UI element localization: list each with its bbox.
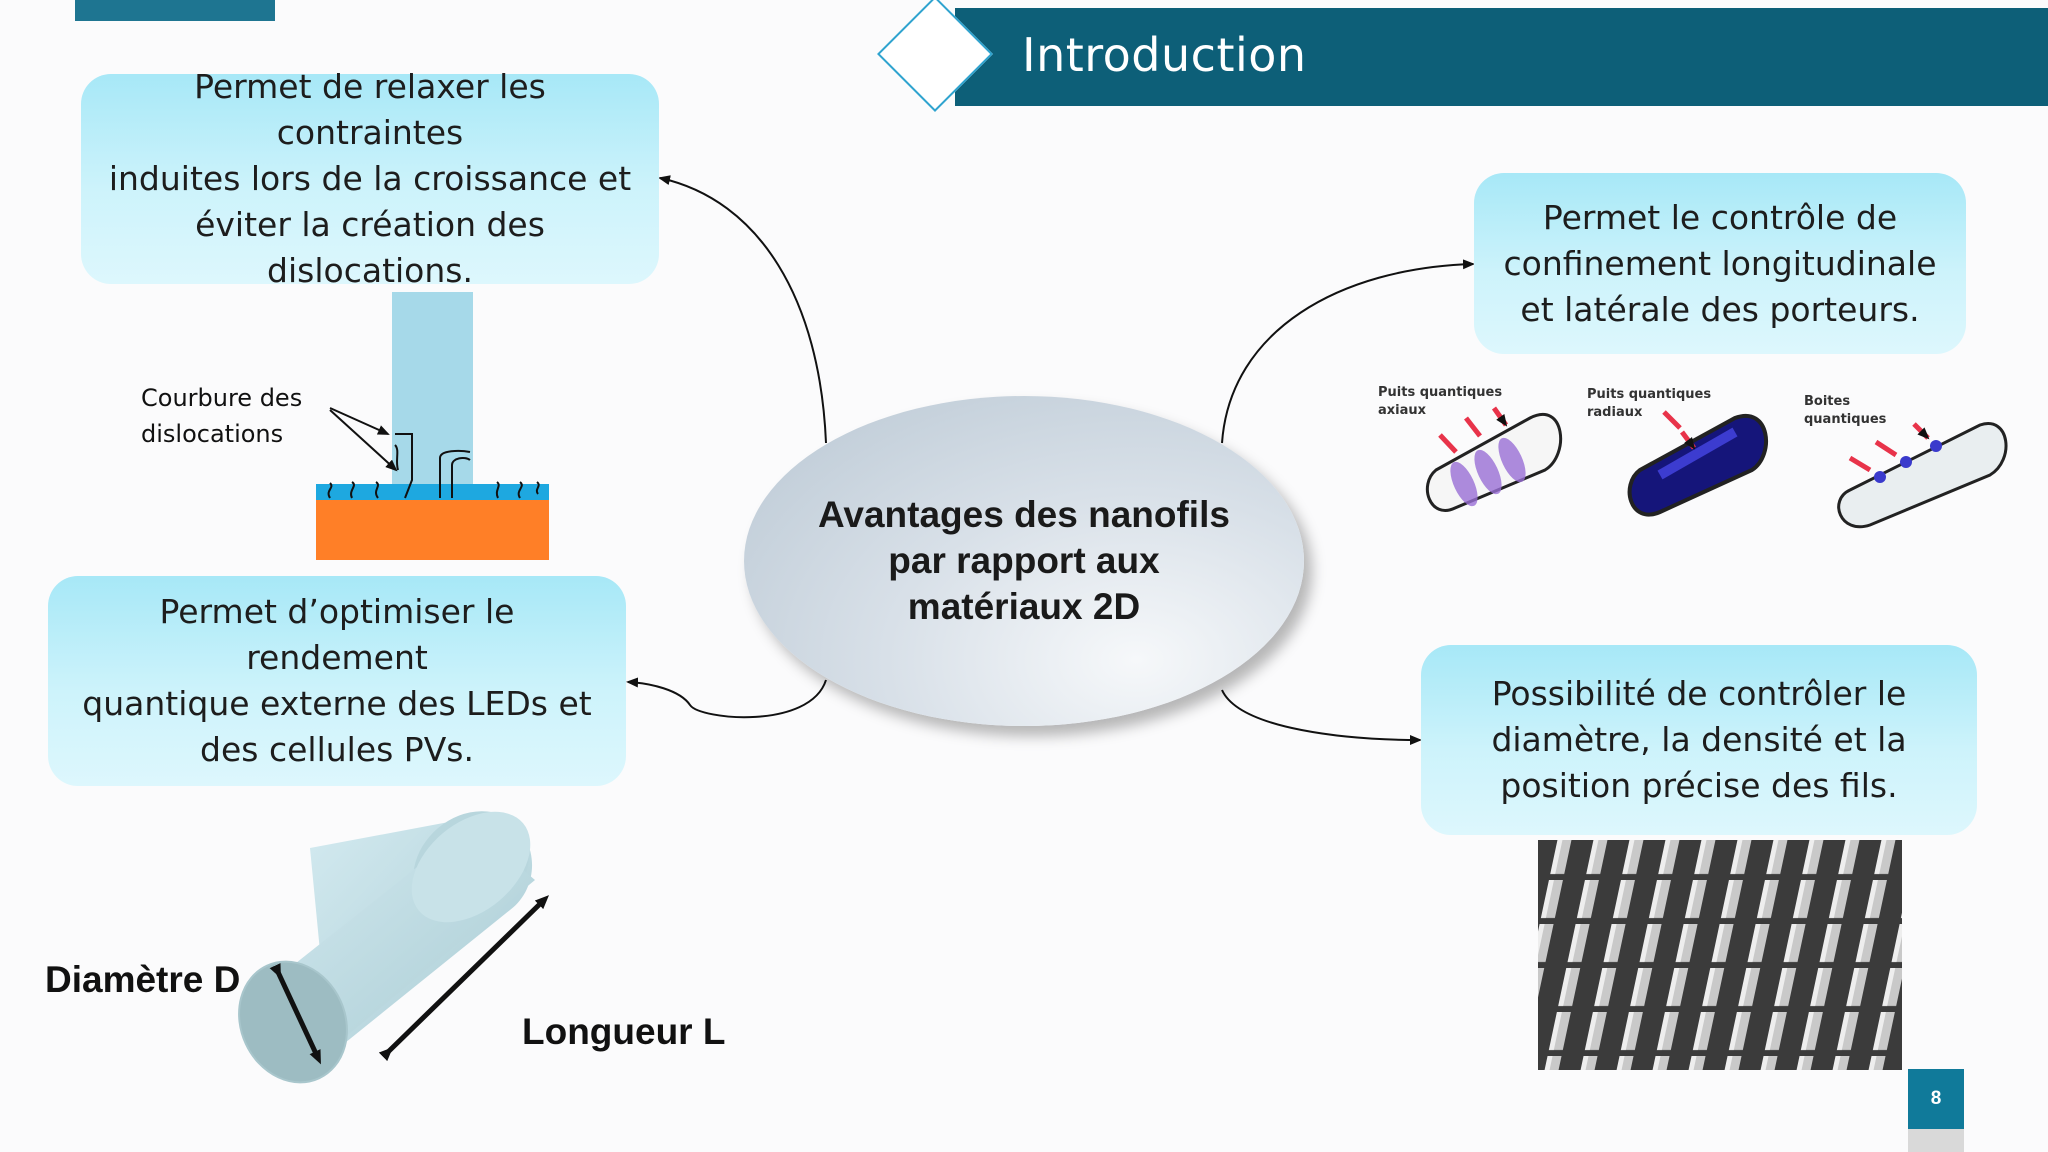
radial-wells-label: Puits quantiques radiaux bbox=[1587, 387, 1712, 420]
title-bar bbox=[955, 8, 2048, 106]
central-concept-ellipse: Avantages des nanofils par rapport aux m… bbox=[744, 396, 1304, 726]
dislocation-lines bbox=[327, 433, 540, 499]
diameter-label: Diamètre D bbox=[45, 959, 241, 1000]
axial-wells-illustration bbox=[1425, 406, 1563, 512]
quantum-dots-label: Boites quantiques bbox=[1804, 394, 1887, 427]
box-strain-relaxation: Permet de relaxer les contraintes induit… bbox=[81, 67, 659, 290]
buffer-layer bbox=[316, 484, 549, 500]
top-left-accent-bar bbox=[75, 0, 275, 21]
slide-title: Introduction bbox=[1022, 28, 1307, 82]
axial-wells-label: Puits quantiques axiaux bbox=[1378, 385, 1503, 418]
central-concept-text: Avantages des nanofils par rapport aux m… bbox=[818, 494, 1230, 627]
pointer-line-1 bbox=[329, 407, 390, 435]
radial-wells-illustration bbox=[1627, 410, 1768, 517]
page-number-tab bbox=[1908, 1129, 1964, 1152]
arrow-top-right bbox=[1221, 259, 1475, 444]
substrate-block bbox=[316, 500, 549, 560]
box-quantum-efficiency: Permet d’optimiser le rendement quantiqu… bbox=[48, 576, 626, 786]
box-geometry-control: Possibilité de contrôler le diamètre, la… bbox=[1421, 645, 1977, 835]
diameter-arrow bbox=[269, 963, 321, 1065]
nanowire-column bbox=[392, 292, 473, 484]
length-arrow bbox=[378, 895, 550, 1062]
dislocation-label: Courbure des dislocations bbox=[141, 384, 303, 448]
box-carrier-confinement: Permet le contrôle de confinement longit… bbox=[1474, 173, 1966, 354]
quantum-dots-illustration bbox=[1837, 422, 2008, 529]
arrow-top-left bbox=[658, 175, 827, 444]
arrow-bottom-left bbox=[626, 677, 827, 719]
arrow-bottom-right bbox=[1221, 689, 1422, 745]
page-number: 8 bbox=[1908, 1069, 1964, 1129]
nanowire-array-image bbox=[1538, 840, 1902, 1070]
pointer-line-2 bbox=[329, 409, 398, 472]
length-label: Longueur L bbox=[522, 1011, 726, 1052]
